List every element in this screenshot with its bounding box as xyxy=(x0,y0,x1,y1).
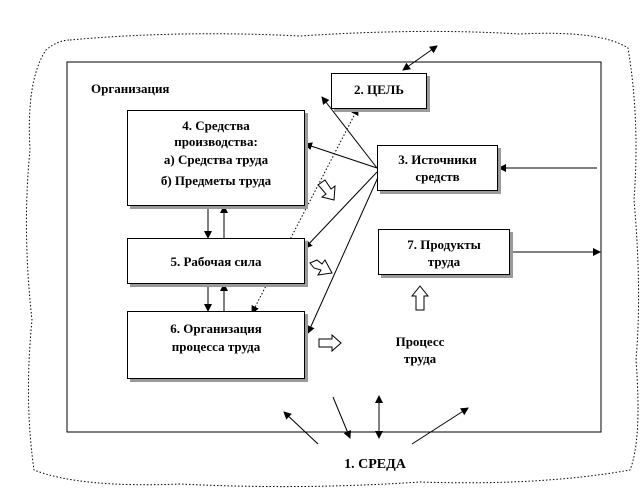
org-process-line-1: 6. Организация xyxy=(170,321,262,336)
workforce-box xyxy=(127,238,305,284)
sources-of-funds-box xyxy=(377,145,498,191)
arrow-env-left xyxy=(283,411,319,445)
goal-box xyxy=(331,73,427,109)
means-line-1: 4. Средства xyxy=(182,118,250,133)
hollow-arrow-labor-to-products xyxy=(410,285,430,311)
means-line-2: производства: xyxy=(174,134,258,149)
arrow-sources-to-organization xyxy=(307,174,380,334)
hollow-arrow-workforce-to-labor xyxy=(309,259,333,276)
products-line-2: труда xyxy=(427,254,461,269)
arrow-sources-to-means xyxy=(304,142,378,169)
products-box xyxy=(378,229,510,275)
hollow-arrow-means-to-workforce xyxy=(317,179,336,201)
org-process-line-2: процесса труда xyxy=(171,339,261,354)
workforce-label: 5. Рабочая сила xyxy=(170,254,262,269)
products-line-1: 7. Продукты xyxy=(407,237,481,252)
hollow-arrow-org-to-labor xyxy=(318,333,342,353)
means-line-3: а) Средства труда xyxy=(163,152,269,167)
arrow-goal-environment xyxy=(402,45,438,71)
arrow-env-right xyxy=(411,407,469,445)
sources-line-2: средств xyxy=(415,169,460,184)
labor-process-line-2: труда xyxy=(403,351,437,366)
labor-organization-box xyxy=(127,311,305,379)
organization-frame xyxy=(66,61,602,433)
arrow-env-center-left xyxy=(332,396,352,439)
sources-line-1: 3. Источники xyxy=(398,152,477,167)
means-line-4: б) Предметы труда xyxy=(160,173,272,188)
organization-label: Организация xyxy=(91,81,170,96)
arrow-sources-to-workforce xyxy=(304,171,378,249)
environment-label: 1. СРЕДА xyxy=(344,457,406,472)
labor-process-line-1: Процесс xyxy=(395,334,445,349)
goal-label: 2. ЦЕЛЬ xyxy=(354,82,404,97)
means-of-production-box xyxy=(127,110,305,206)
